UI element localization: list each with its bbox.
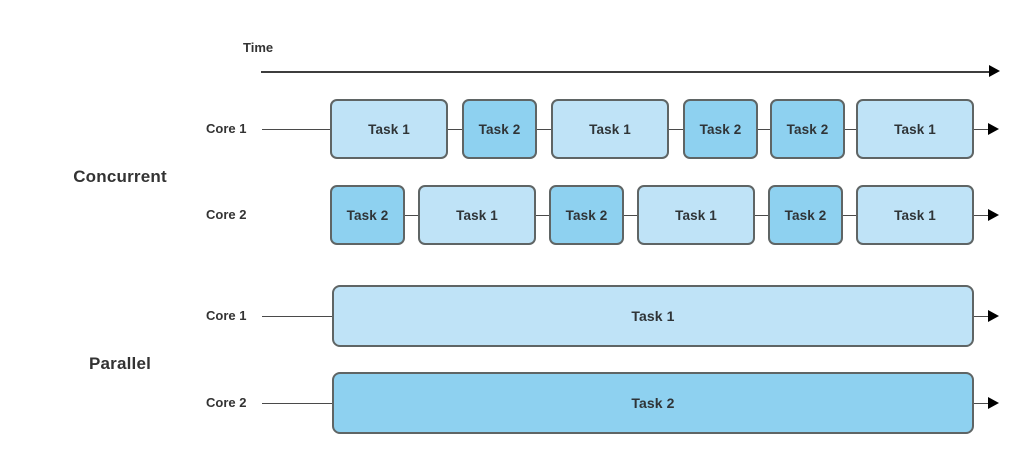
task-block[interactable]: Task 1	[856, 99, 974, 159]
task-block[interactable]: Task 1	[637, 185, 755, 245]
task-block[interactable]: Task 2	[770, 99, 845, 159]
time-axis-line	[261, 71, 992, 73]
connector-parallel-core1	[262, 316, 334, 317]
arrow-right-icon	[988, 397, 999, 409]
row-end-line	[974, 215, 991, 216]
task-block[interactable]: Task 2	[683, 99, 758, 159]
arrow-right-icon	[988, 123, 999, 135]
task-block[interactable]: Task 2	[549, 185, 624, 245]
core-label-concurrent-core1: Core 1	[206, 121, 247, 136]
row-end-line	[974, 403, 991, 404]
time-axis-label: Time	[243, 40, 274, 55]
section-label-concurrent: Concurrent	[73, 167, 167, 186]
task-block[interactable]: Task 1	[330, 99, 448, 159]
task-block[interactable]: Task 1	[856, 185, 974, 245]
task-block[interactable]: Task 1	[332, 285, 974, 347]
block-connector	[758, 129, 770, 130]
block-connector	[755, 215, 768, 216]
connector-parallel-core2	[262, 403, 334, 404]
block-connector	[843, 215, 856, 216]
block-connector	[536, 215, 549, 216]
row-end-line	[974, 316, 991, 317]
block-connector	[624, 215, 637, 216]
arrow-right-icon	[988, 209, 999, 221]
task-block[interactable]: Task 2	[462, 99, 537, 159]
block-connector	[448, 129, 462, 130]
section-label-parallel: Parallel	[88, 354, 152, 373]
connector-concurrent-core1	[262, 129, 332, 130]
arrow-right-icon	[989, 65, 1000, 77]
task-block[interactable]: Task 1	[418, 185, 536, 245]
task-block[interactable]: Task 1	[551, 99, 669, 159]
task-block[interactable]: Task 2	[332, 372, 974, 434]
task-block[interactable]: Task 2	[330, 185, 405, 245]
block-connector	[845, 129, 856, 130]
arrow-right-icon	[988, 310, 999, 322]
block-connector	[669, 129, 683, 130]
core-label-parallel-core1: Core 1	[206, 308, 247, 323]
core-label-parallel-core2: Core 2	[206, 395, 247, 410]
core-label-concurrent-core2: Core 2	[206, 207, 247, 222]
block-connector	[537, 129, 551, 130]
block-connector	[405, 215, 418, 216]
task-block[interactable]: Task 2	[768, 185, 843, 245]
row-end-line	[974, 129, 991, 130]
